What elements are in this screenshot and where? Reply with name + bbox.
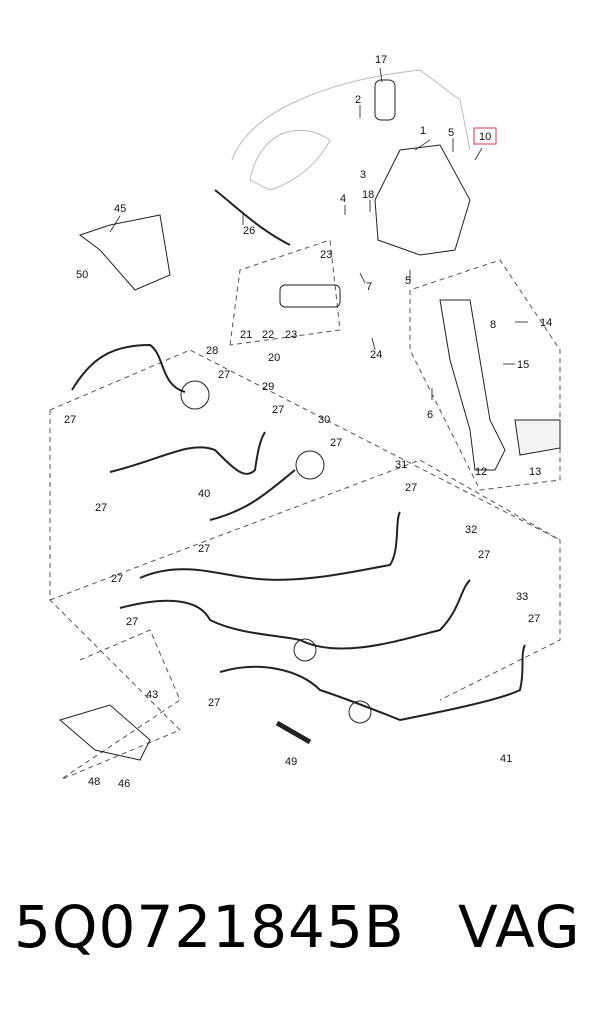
callout: 27 [95,502,107,514]
callout: 24 [370,349,382,361]
pedal-bracket [374,144,471,256]
grease-tube [275,720,312,745]
callout: 6 [427,409,433,421]
callout: 27 [528,613,540,625]
callout: 8 [490,319,496,331]
callout: 27 [478,549,490,561]
callout: 50 [76,269,88,281]
callout: 27 [272,404,284,416]
callout: 30 [318,414,330,426]
callout: 27 [64,414,76,426]
master-cylinder [279,284,341,308]
callout: 3 [360,169,366,181]
callout: 33 [516,591,528,603]
leader-lines [109,67,528,400]
callout: 27 [218,369,230,381]
callout: 7 [366,281,372,293]
body-outline [231,69,471,161]
damper-32 [293,638,317,662]
callout: 40 [198,488,210,500]
callout: 12 [475,466,487,478]
callout: 48 [88,776,100,788]
callout: 27 [111,573,123,585]
callout: 26 [243,225,255,237]
slave-cylinder [58,704,151,761]
callout: 2 [355,94,361,106]
callout-labels: 17 2 1 5 10 3 4 18 45 26 50 23 5 7 8 14 … [64,54,552,790]
callout: 23 [320,249,332,261]
callout: 15 [517,359,529,371]
callout: 1 [420,125,426,137]
callout: 28 [206,345,218,357]
callout: 21 [240,329,252,341]
callout: 13 [529,466,541,478]
hydraulic-lines [71,189,526,722]
callout: 23 [285,329,297,341]
callout: 4 [340,193,346,205]
brand-label: VAG [458,893,581,961]
damper-30 [295,450,325,480]
part-number: 5Q0721845B [14,893,405,961]
callout: 43 [146,689,158,701]
callout: 27 [330,437,342,449]
callout: 27 [198,543,210,555]
callout: 46 [118,778,130,790]
caption: 5Q0721845B VAG [0,893,600,983]
callout: 5 [405,275,411,287]
clutch-pedal [439,299,506,471]
damper-28 [180,380,210,410]
callout: 45 [114,203,126,215]
callout: 14 [540,317,552,329]
group-frames [49,239,561,781]
callout: 5 [448,127,454,139]
callout: 29 [262,381,274,393]
callout: 22 [262,329,274,341]
callout: 27 [126,616,138,628]
spring-strut [374,79,396,121]
body-recess [249,129,331,191]
highlight-frame [473,127,497,145]
callout: 17 [375,54,387,66]
callout-highlighted: 10 [479,131,491,143]
callout: 31 [395,459,407,471]
parts-diagram: 17 2 1 5 10 3 4 18 45 26 50 23 5 7 8 14 … [49,54,561,790]
pedal-pad [514,419,561,456]
callout: 20 [268,352,280,364]
callout: 27 [405,482,417,494]
callout: 41 [500,753,512,765]
callout: 27 [208,697,220,709]
callout: 18 [362,189,374,201]
mounting-bracket [78,214,171,291]
damper-33 [348,700,372,724]
callout: 49 [285,756,297,768]
callout: 32 [465,524,477,536]
